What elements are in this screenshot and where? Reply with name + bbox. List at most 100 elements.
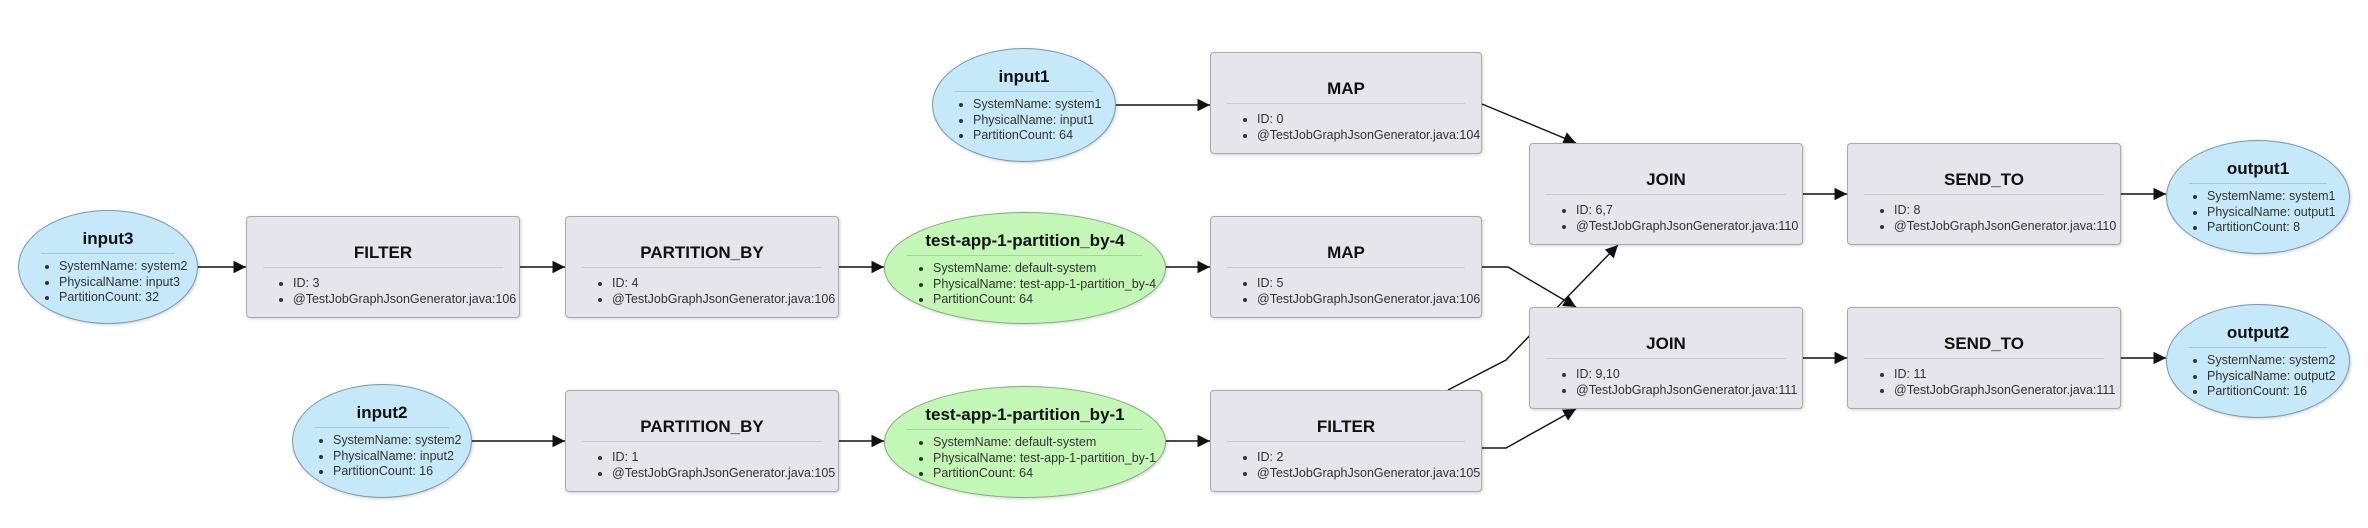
node-property: PartitionCount: 16 (333, 464, 462, 480)
node-property: @TestJobGraphJsonGenerator.java:111 (1576, 383, 1797, 399)
node-property: PhysicalName: test-app-1-partition_by-4 (933, 277, 1156, 293)
node-property: ID: 11 (1894, 367, 2115, 383)
node-property: @TestJobGraphJsonGenerator.java:105 (1257, 466, 1480, 482)
stream-node-output1[interactable]: output1SystemName: system1PhysicalName: … (2166, 140, 2350, 254)
node-property: PhysicalName: input3 (59, 275, 188, 291)
node-properties: ID: 6,7@TestJobGraphJsonGenerator.java:1… (1558, 203, 1798, 234)
edge-filter2-to-join67 (1447, 244, 1619, 391)
operator-node-send-to[interactable]: SEND_TOID: 8@TestJobGraphJsonGenerator.j… (1847, 143, 2121, 245)
node-title: PARTITION_BY (640, 417, 764, 436)
operator-node-filter[interactable]: FILTER ID: 3@TestJobGraphJsonGenerator.ja… (246, 216, 520, 318)
node-property: PhysicalName: output2 (2207, 369, 2336, 385)
stream-node-output2[interactable]: output2SystemName: system2PhysicalName: … (2166, 304, 2350, 418)
node-title: test-app-1-partition_by-1 (925, 405, 1125, 424)
node-property: PartitionCount: 64 (973, 128, 1102, 144)
node-divider (41, 253, 175, 254)
operator-node-map[interactable]: MAP ID: 5@TestJobGraphJsonGenerator.java:… (1210, 216, 1482, 318)
node-property: PartitionCount: 16 (2207, 384, 2336, 400)
node-property: SystemName: system2 (2207, 353, 2336, 369)
node-property: PhysicalName: output1 (2207, 205, 2336, 221)
node-property: ID: 6,7 (1576, 203, 1798, 219)
node-divider (1227, 103, 1465, 104)
node-property: @TestJobGraphJsonGenerator.java:104 (1257, 128, 1480, 144)
node-divider (1546, 358, 1786, 359)
node-property: SystemName: system2 (59, 259, 188, 275)
node-property: SystemName: system1 (2207, 189, 2336, 205)
stream-node-input1[interactable]: input1SystemName: system1PhysicalName: i… (932, 48, 1116, 162)
node-divider (907, 255, 1143, 256)
node-property: ID: 2 (1257, 450, 1480, 466)
node-property: ID: 5 (1257, 276, 1480, 292)
node-properties: ID: 9,10@TestJobGraphJsonGenerator.java:… (1558, 367, 1797, 398)
node-properties: ID: 3@TestJobGraphJsonGenerator.java:106 (275, 276, 516, 307)
node-property: @TestJobGraphJsonGenerator.java:105 (612, 466, 835, 482)
node-title: PARTITION_BY (640, 243, 764, 262)
node-properties: ID: 5@TestJobGraphJsonGenerator.java:106 (1239, 276, 1480, 307)
node-property: @TestJobGraphJsonGenerator.java:106 (293, 292, 516, 308)
node-divider (1546, 194, 1786, 195)
node-title: input1 (998, 67, 1050, 86)
operator-node-send-to[interactable]: SEND_TO ID: 11@TestJobGraphJsonGenerator.… (1847, 307, 2121, 409)
node-divider (2189, 347, 2327, 348)
edge-map0-to-join67 (1481, 103, 1577, 144)
node-divider (1864, 194, 2104, 195)
node-property: ID: 1 (612, 450, 835, 466)
node-properties: SystemName: default-systemPhysicalName: … (915, 435, 1156, 482)
node-property: @TestJobGraphJsonGenerator.java:110 (1894, 219, 2116, 235)
stream-node-test-app-1-partition-by-1[interactable]: test-app-1-partition_by-1SystemName: def… (884, 386, 1166, 498)
operator-node-map[interactable]: MAPID: 0@TestJobGraphJsonGenerator.java:… (1210, 52, 1482, 154)
node-title: SEND_TO (1944, 334, 2024, 353)
operator-node-partition-by[interactable]: PARTITION_BY ID: 1@TestJobGraphJsonGenera… (565, 390, 839, 492)
node-title: SEND_TO (1944, 170, 2024, 189)
node-property: PhysicalName: test-app-1-partition_by-1 (933, 451, 1156, 467)
node-divider (582, 267, 822, 268)
node-properties: SystemName: system2PhysicalName: input3P… (41, 259, 188, 306)
node-divider (955, 91, 1093, 92)
operator-node-partition-by[interactable]: PARTITION_BY ID: 4@TestJobGraphJsonGenera… (565, 216, 839, 318)
node-property: PhysicalName: input1 (973, 113, 1102, 129)
node-title: output2 (2226, 323, 2290, 342)
node-property: PartitionCount: 64 (933, 466, 1156, 482)
node-property: @TestJobGraphJsonGenerator.java:106 (1257, 292, 1480, 308)
node-divider (1227, 267, 1465, 268)
node-property: PartitionCount: 64 (933, 292, 1156, 308)
node-property: ID: 0 (1257, 112, 1480, 128)
node-property: PartitionCount: 8 (2207, 220, 2336, 236)
operator-node-join[interactable]: JOINID: 9,10@TestJobGraphJsonGenerator.j… (1529, 307, 1803, 409)
node-property: SystemName: system2 (333, 433, 462, 449)
edge-map5-to-join910 (1482, 266, 1577, 308)
node-title: input2 (356, 403, 408, 422)
node-title: FILTER (1316, 417, 1376, 436)
node-divider (582, 441, 822, 442)
node-properties: SystemName: system1PhysicalName: output1… (2189, 189, 2336, 236)
node-title: MAP (1327, 243, 1365, 262)
stream-node-input2[interactable]: input2SystemName: system2PhysicalName: i… (292, 384, 472, 498)
node-title: output1 (2226, 159, 2290, 178)
node-property: PartitionCount: 32 (59, 290, 188, 306)
node-properties: ID: 0@TestJobGraphJsonGenerator.java:104 (1239, 112, 1480, 143)
node-properties: ID: 1@TestJobGraphJsonGenerator.java:105 (594, 450, 835, 481)
node-property: @TestJobGraphJsonGenerator.java:110 (1576, 219, 1798, 235)
operator-node-filter[interactable]: FILTER ID: 2@TestJobGraphJsonGenerator.ja… (1210, 390, 1482, 492)
stream-node-input3[interactable]: input3SystemName: system2PhysicalName: i… (18, 210, 198, 324)
node-divider (2189, 183, 2327, 184)
node-property: ID: 4 (612, 276, 835, 292)
node-property: ID: 9,10 (1576, 367, 1797, 383)
node-property: @TestJobGraphJsonGenerator.java:111 (1894, 383, 2115, 399)
node-properties: ID: 11@TestJobGraphJsonGenerator.java:11… (1876, 367, 2115, 398)
stream-node-test-app-1-partition-by-4[interactable]: test-app-1-partition_by-4SystemName: def… (884, 212, 1166, 324)
node-properties: SystemName: system1PhysicalName: input1P… (955, 97, 1102, 144)
node-property: PhysicalName: input2 (333, 449, 462, 465)
operator-node-join[interactable]: JOINID: 6,7@TestJobGraphJsonGenerator.ja… (1529, 143, 1803, 245)
node-property: ID: 3 (293, 276, 516, 292)
node-title: input3 (82, 229, 134, 248)
edge-filter2-to-join910 (1482, 408, 1577, 449)
node-properties: SystemName: default-systemPhysicalName: … (915, 261, 1156, 308)
node-divider (315, 427, 449, 428)
node-properties: SystemName: system2PhysicalName: input2P… (315, 433, 462, 480)
node-property: @TestJobGraphJsonGenerator.java:106 (612, 292, 835, 308)
node-property: SystemName: system1 (973, 97, 1102, 113)
node-properties: ID: 4@TestJobGraphJsonGenerator.java:106 (594, 276, 835, 307)
node-title: FILTER (353, 243, 413, 262)
